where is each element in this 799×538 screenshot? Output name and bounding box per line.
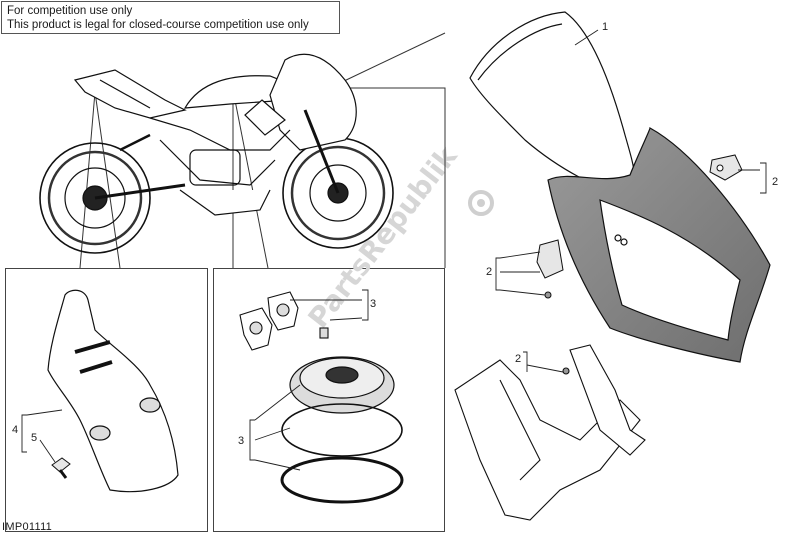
cover-screw-part — [51, 457, 71, 479]
callout-1: 1 — [602, 21, 608, 33]
callout-5: 5 — [31, 432, 37, 444]
callout-2-bracket: 2 — [515, 353, 521, 365]
plug-caps-part — [239, 291, 329, 351]
watermark-gear-icon — [468, 190, 494, 216]
notice-line-2: This product is legal for closed-course … — [7, 19, 309, 31]
callout-2-right: 2 — [772, 176, 778, 188]
windscreen-part — [469, 11, 636, 196]
callout-brackets — [21, 29, 767, 471]
mirror-plate-left — [536, 239, 564, 299]
callout-3-caps: 3 — [370, 298, 376, 310]
mirror-plate-right — [709, 154, 743, 181]
detail-panel-fuel-cap — [213, 268, 445, 532]
notice-line-1: For competition use only — [7, 5, 133, 17]
callout-3-fuel: 3 — [238, 435, 244, 447]
seat-cover-part — [47, 289, 179, 493]
diagram-code: IMP01111 — [2, 521, 53, 533]
motorcycle-illustration — [39, 53, 394, 254]
fairing-bracket-part — [454, 344, 646, 521]
competition-notice: For competition use only This product is… — [1, 1, 340, 34]
front-fairing-part — [547, 126, 771, 363]
callout-2-left: 2 — [486, 266, 492, 278]
callout-4: 4 — [12, 424, 18, 436]
fuel-cap-part — [280, 356, 404, 504]
detail-panel-cover — [5, 268, 208, 532]
